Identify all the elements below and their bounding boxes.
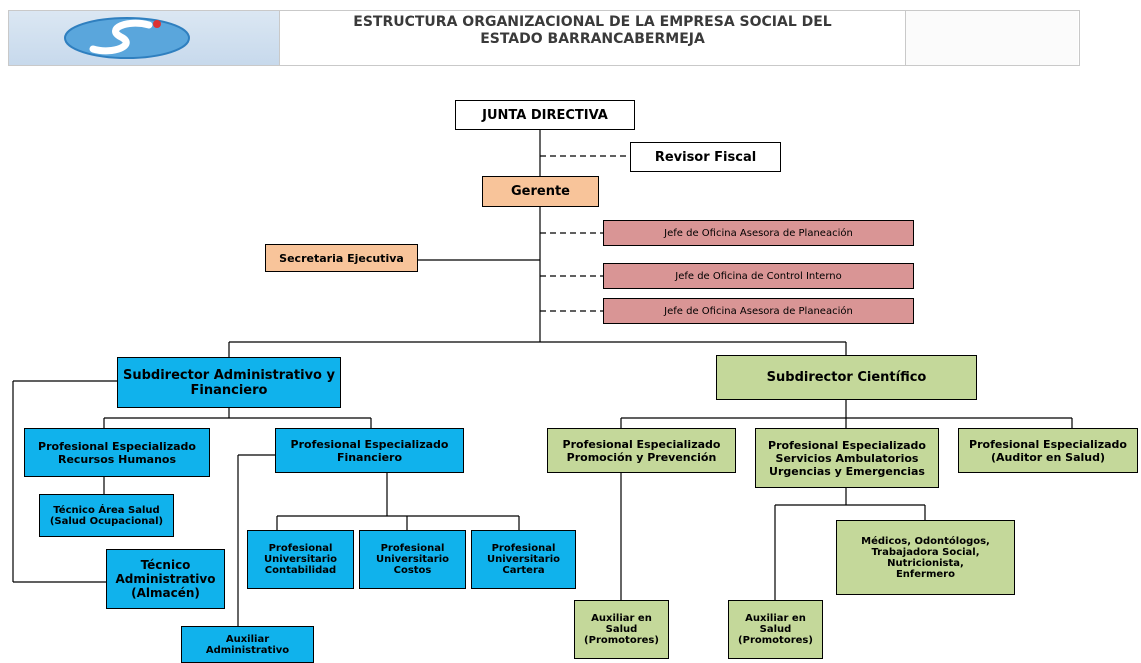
node-junta-directiva: JUNTA DIRECTIVA [455,100,635,130]
node-pe-recursos-humanos: Profesional Especializado Recursos Human… [24,428,210,477]
node-pu-contabilidad: Profesional Universitario Contabilidad [247,530,354,589]
node-pu-costos: Profesional Universitario Costos [359,530,466,589]
company-logo [9,11,280,65]
logo-emblem [64,17,190,59]
node-gerente: Gerente [482,176,599,207]
node-pe-financiero: Profesional Especializado Financiero [275,428,464,473]
node-auxiliar-salud-1: Auxiliar en Salud (Promotores) [574,600,669,659]
node-tecnico-administrativo: Técnico Administrativo (Almacén) [106,549,225,609]
node-jefe-control-interno: Jefe de Oficina de Control Interno [603,263,914,289]
node-pu-cartera: Profesional Universitario Cartera [471,530,576,589]
node-pe-promocion-prevencion: Profesional Especializado Promoción y Pr… [547,428,736,473]
node-tecnico-area-salud: Técnico Área Salud (Salud Ocupacional) [39,494,174,537]
document-header: ESTRUCTURA ORGANIZACIONAL DE LA EMPRESA … [8,10,1080,66]
header-right-cell [906,11,1078,65]
node-medicos-odontologos: Médicos, Odontólogos, Trabajadora Social… [836,520,1015,595]
title-line-2: ESTADO BARRANCABERMEJA [480,31,705,47]
node-subdirector-cientifico: Subdirector Científico [716,355,977,400]
node-auxiliar-administrativo: Auxiliar Administrativo [181,626,314,663]
node-jefe-planeacion-1: Jefe de Oficina Asesora de Planeación [603,220,914,246]
node-jefe-planeacion-2: Jefe de Oficina Asesora de Planeación [603,298,914,324]
node-revisor-fiscal: Revisor Fiscal [630,142,781,172]
node-pe-servicios-ambulatorios: Profesional Especializado Servicios Ambu… [755,428,939,488]
node-subdirector-administrativo: Subdirector Administrativo y Financiero [117,357,341,408]
node-pe-auditor-salud: Profesional Especializado (Auditor en Sa… [958,428,1138,473]
title-line-1: ESTRUCTURA ORGANIZACIONAL DE LA EMPRESA … [353,14,832,30]
node-auxiliar-salud-2: Auxiliar en Salud (Promotores) [728,600,823,659]
node-secretaria-ejecutiva: Secretaria Ejecutiva [265,244,418,272]
document-title: ESTRUCTURA ORGANIZACIONAL DE LA EMPRESA … [280,11,906,65]
